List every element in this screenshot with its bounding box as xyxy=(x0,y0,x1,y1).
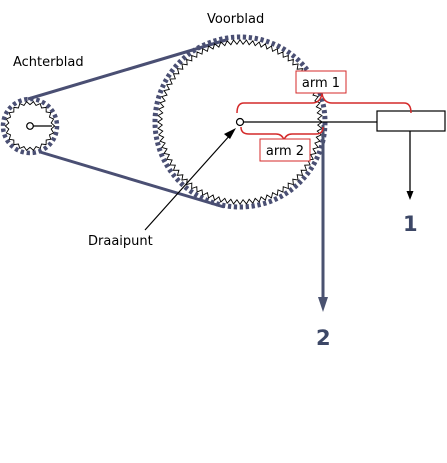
pedal xyxy=(376,110,446,132)
arm2-label: arm 2 xyxy=(266,144,304,159)
arm2-bracket xyxy=(240,126,324,143)
rear-sprocket xyxy=(0,96,60,156)
pivot-pointer-arrow xyxy=(144,128,236,231)
chain-lower-run xyxy=(39,150,225,209)
sprocket-inner-edge xyxy=(4,100,56,152)
arm1-bracket xyxy=(236,93,412,114)
front-sprocket-label: Voorblad xyxy=(207,12,264,27)
rear-sprocket-label: Achterblad xyxy=(13,55,84,70)
sprocket-inner-edge xyxy=(157,39,323,205)
rear-axle xyxy=(26,122,34,130)
force-1-arrow xyxy=(406,131,414,200)
pivot-point xyxy=(235,117,245,127)
force-2-number: 2 xyxy=(316,326,331,350)
arm1-label-box xyxy=(295,70,347,94)
pivot-label: Draaipunt xyxy=(88,234,153,249)
arm1-label: arm 1 xyxy=(302,76,340,91)
force-2-arrow xyxy=(318,125,328,312)
force-1-number: 1 xyxy=(403,212,418,236)
sprocket-chain-teeth xyxy=(0,96,60,156)
arm2-label-box xyxy=(259,138,311,162)
